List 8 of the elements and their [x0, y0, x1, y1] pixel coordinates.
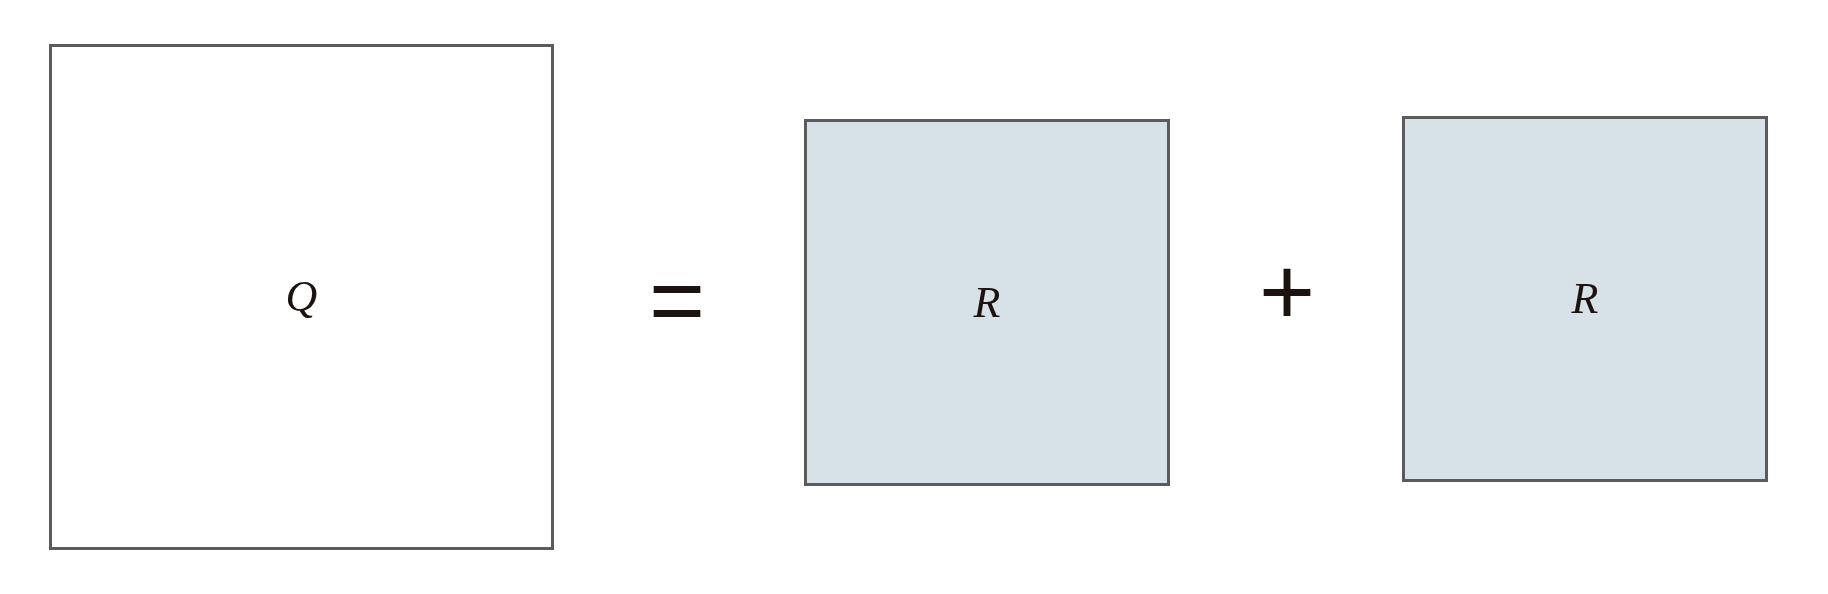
variable-label: Q: [285, 275, 318, 319]
equals-sign: =: [648, 252, 706, 348]
variable-label: R: [1571, 277, 1599, 321]
variable-label: R: [973, 280, 1001, 325]
shaded-square: [1402, 116, 1768, 482]
shaded-square: [804, 119, 1170, 486]
plus-sign: +: [1258, 244, 1316, 340]
outlined-square: [49, 44, 554, 550]
